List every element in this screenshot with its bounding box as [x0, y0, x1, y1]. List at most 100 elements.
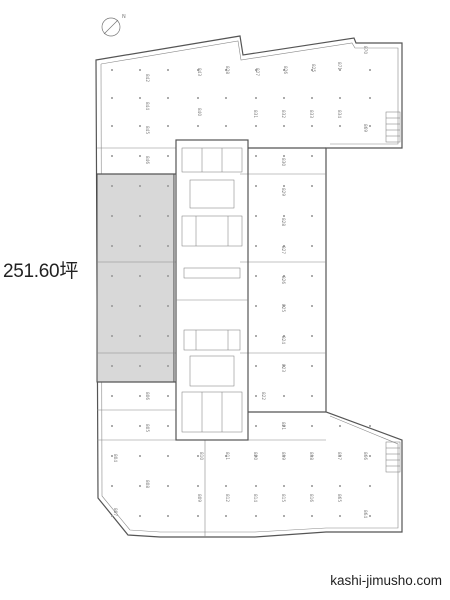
column-dot [339, 125, 341, 127]
svg-text:826: 826 [281, 276, 286, 284]
column-dot [167, 425, 169, 427]
column-dot [283, 185, 285, 187]
svg-text:816: 816 [309, 494, 314, 502]
column-dot [255, 125, 257, 127]
column-dot [167, 245, 169, 247]
svg-text:808: 808 [145, 480, 150, 488]
column-dot [167, 155, 169, 157]
svg-text:810: 810 [199, 452, 204, 460]
svg-text:828: 828 [281, 218, 286, 226]
column-dot [111, 275, 113, 277]
column-dot [139, 305, 141, 307]
column-dot [139, 485, 141, 487]
site-credit: kashi-jimusho.com [330, 573, 442, 588]
column-dot [255, 97, 257, 99]
north-arrow-icon: N [101, 14, 126, 37]
column-dot [283, 155, 285, 157]
unit-labels-lower-row: 807 808 809 812 814 815 816 865 864 [113, 480, 368, 518]
column-dot [111, 305, 113, 307]
column-dot [311, 515, 313, 517]
svg-text:819: 819 [281, 452, 286, 460]
column-dot [311, 335, 313, 337]
svg-text:805: 805 [145, 424, 150, 432]
column-dot [283, 395, 285, 397]
svg-text:817: 817 [337, 452, 342, 460]
column-dot [111, 365, 113, 367]
svg-text:811: 811 [225, 452, 230, 460]
column-dot [255, 515, 257, 517]
column-dot [197, 455, 199, 457]
column-dot [311, 485, 313, 487]
column-dot [255, 245, 257, 247]
column-dot [283, 425, 285, 427]
column-dot [139, 365, 141, 367]
column-dot [283, 275, 285, 277]
column-dot [167, 305, 169, 307]
area-label: 251.60坪 [3, 261, 79, 282]
column-dot [255, 485, 257, 487]
unit-labels: 842 843 828 827 826 825 871 870 844 840 … [113, 46, 368, 518]
central-core [175, 139, 249, 441]
column-dot [139, 185, 141, 187]
column-dot [339, 97, 341, 99]
column-dot [167, 395, 169, 397]
svg-text:824: 824 [281, 336, 286, 344]
column-dot [311, 215, 313, 217]
column-dot [167, 69, 169, 71]
building-inner-outline [100, 40, 399, 145]
column-dot [111, 455, 113, 457]
svg-text:829: 829 [281, 188, 286, 196]
column-dot [139, 515, 141, 517]
column-dot [255, 395, 257, 397]
svg-text:809: 809 [197, 494, 202, 502]
column-dot [255, 335, 257, 337]
column-dot [167, 215, 169, 217]
column-dot [197, 125, 199, 127]
unit-labels-left-column: 845 846 806 805 804 [113, 126, 150, 462]
svg-text:807: 807 [113, 508, 118, 516]
column-dot [311, 365, 313, 367]
column-dot [369, 455, 371, 457]
compass-letter: N [122, 14, 126, 20]
svg-text:822: 822 [261, 392, 266, 400]
column-dot [139, 425, 141, 427]
svg-text:831: 831 [253, 110, 258, 118]
column-dot [167, 485, 169, 487]
svg-text:870: 870 [363, 46, 368, 54]
svg-text:818: 818 [309, 452, 314, 460]
highlighted-floor-area [96, 173, 175, 383]
column-dot [167, 455, 169, 457]
column-dot [139, 245, 141, 247]
svg-text:843: 843 [197, 68, 202, 76]
column-dot [111, 485, 113, 487]
svg-text:866: 866 [363, 452, 368, 460]
column-dot [111, 97, 113, 99]
column-dot [339, 425, 341, 427]
column-dot [139, 215, 141, 217]
column-dot [255, 455, 257, 457]
column-dot [283, 455, 285, 457]
column-dot [139, 335, 141, 337]
column-dot [255, 185, 257, 187]
column-dot [139, 455, 141, 457]
svg-text:814: 814 [253, 494, 258, 502]
column-dot [255, 69, 257, 71]
svg-text:833: 833 [309, 110, 314, 118]
column-dot [225, 515, 227, 517]
stair-right-lower [385, 441, 401, 473]
column-dot [255, 305, 257, 307]
column-dot [283, 515, 285, 517]
svg-text:827: 827 [281, 246, 286, 254]
column-dot [311, 395, 313, 397]
column-dot [139, 275, 141, 277]
column-dot [167, 185, 169, 187]
column-dot [167, 335, 169, 337]
svg-text:832: 832 [281, 110, 286, 118]
column-dot [197, 97, 199, 99]
svg-text:827: 827 [255, 68, 260, 76]
column-dot [111, 215, 113, 217]
column-dot [167, 97, 169, 99]
column-dot [225, 455, 227, 457]
unit-labels-bottom-row: 810 811 820 819 818 817 866 [199, 452, 368, 460]
column-dot [197, 485, 199, 487]
